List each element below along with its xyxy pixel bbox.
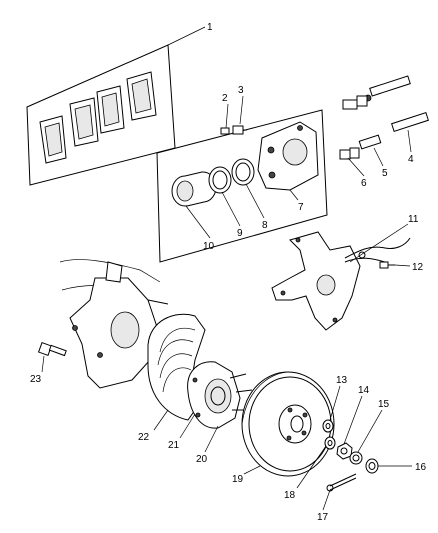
callout-13: 13 <box>336 375 348 386</box>
brake-rotor <box>241 371 335 477</box>
guide-bushing <box>342 95 368 110</box>
steering-knuckle <box>271 231 411 331</box>
callout-9: 9 <box>237 228 243 239</box>
callout-21: 21 <box>168 440 180 451</box>
callout-14: 14 <box>358 385 370 396</box>
guide-pin <box>364 75 411 102</box>
nut-cap <box>365 458 379 474</box>
callout-22: 22 <box>138 432 150 443</box>
callout-5: 5 <box>382 168 388 179</box>
callout-6: 6 <box>361 178 367 189</box>
dust-boot <box>231 158 255 186</box>
brake-pad-panel <box>26 26 206 186</box>
sensor-bolt <box>379 261 395 269</box>
piston-seal <box>208 166 232 194</box>
cotter-pin <box>326 473 357 492</box>
callout-12: 12 <box>412 262 424 273</box>
leader-lines <box>41 95 412 511</box>
hub-washer <box>322 419 334 433</box>
caliper-body <box>257 121 319 191</box>
callout-16: 16 <box>415 462 427 473</box>
callout-8: 8 <box>262 220 268 231</box>
caliper-panel <box>156 109 328 263</box>
hub-bearing <box>187 361 253 429</box>
guide-bushing <box>358 134 382 150</box>
callout-4: 4 <box>408 154 414 165</box>
callout-20: 20 <box>196 454 208 465</box>
caliper-piston <box>171 171 217 207</box>
brake-pad <box>69 97 99 147</box>
hub-washer <box>324 436 336 450</box>
adapter-bracket <box>59 259 169 389</box>
callout-18: 18 <box>284 490 296 501</box>
guide-pins <box>339 75 429 160</box>
brake-pad <box>39 115 67 164</box>
callout-3: 3 <box>238 85 244 96</box>
bleeder-screw <box>220 125 247 135</box>
mounting-bolt <box>37 341 67 357</box>
callout-10: 10 <box>203 241 215 252</box>
callout-labels: 1 2 3 4 5 6 7 8 9 10 11 12 13 14 15 16 1… <box>30 22 427 523</box>
brake-pad <box>126 71 157 121</box>
guide-pin <box>391 112 429 132</box>
callout-23: 23 <box>30 374 42 385</box>
nut-retainer <box>349 451 363 465</box>
callout-15: 15 <box>378 399 390 410</box>
guide-bushing <box>339 147 360 160</box>
callout-1: 1 <box>207 22 213 33</box>
callout-17: 17 <box>317 512 329 523</box>
callout-2: 2 <box>222 93 228 104</box>
callout-19: 19 <box>232 474 244 485</box>
callout-11: 11 <box>408 214 419 225</box>
callout-7: 7 <box>298 202 304 213</box>
brake-pad <box>96 85 125 134</box>
